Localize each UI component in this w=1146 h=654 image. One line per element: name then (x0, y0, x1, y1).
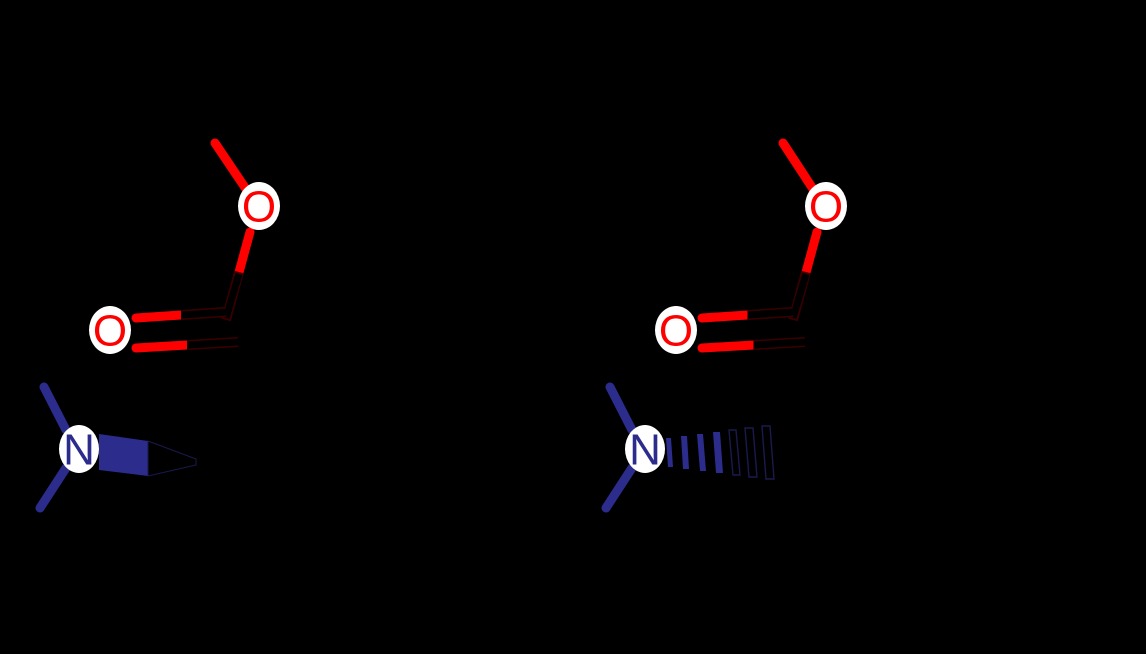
oxygen-carbonyl-left-text: O (93, 307, 127, 356)
bond-carbonyl-double-lower-core-right (753, 338, 806, 349)
hash-dash-3 (697, 434, 706, 471)
hash-dash-5 (728, 429, 741, 476)
molecule-right-fragment: O O N (601, 138, 997, 525)
bond-n-methyl-lower-right (601, 463, 637, 513)
hash-dash-4 (713, 432, 723, 473)
carbon-skeleton-right (753, 313, 997, 525)
atom-label-oxygen-carbonyl-right: O (655, 306, 697, 356)
oxygen-ester-right-text: O (809, 183, 843, 232)
molecule-left-fragment: O O N (35, 138, 435, 525)
atom-label-oxygen-ester-right: O (805, 182, 847, 232)
oxygen-ester-left-text: O (242, 183, 276, 232)
bond-carbonyl-double-lower-core-left (187, 338, 239, 349)
bond-carbonyl-double-upper-core-left (181, 308, 227, 319)
nitrogen-right-text: N (629, 426, 661, 475)
bond-n-methyl-upper-right (605, 382, 637, 435)
hash-dash-6 (744, 427, 758, 478)
bond-methyl-to-ester-oxygen-left (210, 138, 253, 197)
bond-n-methyl-lower-left (35, 463, 71, 513)
oxygen-carbonyl-right-text: O (659, 307, 693, 356)
hash-dash-1 (666, 438, 673, 467)
hash-dash-2 (681, 436, 689, 469)
atom-label-oxygen-carbonyl-left: O (89, 306, 131, 356)
stereo-wedge-bond-left (99, 434, 148, 476)
atom-label-oxygen-ester-left: O (238, 182, 280, 232)
bond-methyl-to-ester-oxygen-right (778, 138, 820, 197)
stereo-hash-bond-right (666, 425, 775, 480)
atom-label-nitrogen-left: N (59, 425, 99, 475)
bond-n-methyl-upper-left (39, 382, 71, 435)
stereo-wedge-bond-tip-left (147, 440, 197, 477)
nitrogen-left-text: N (63, 426, 95, 475)
hash-dash-7 (761, 425, 775, 480)
atom-label-nitrogen-right: N (625, 425, 665, 475)
bond-carbonyl-double-upper-core-right (747, 308, 794, 319)
